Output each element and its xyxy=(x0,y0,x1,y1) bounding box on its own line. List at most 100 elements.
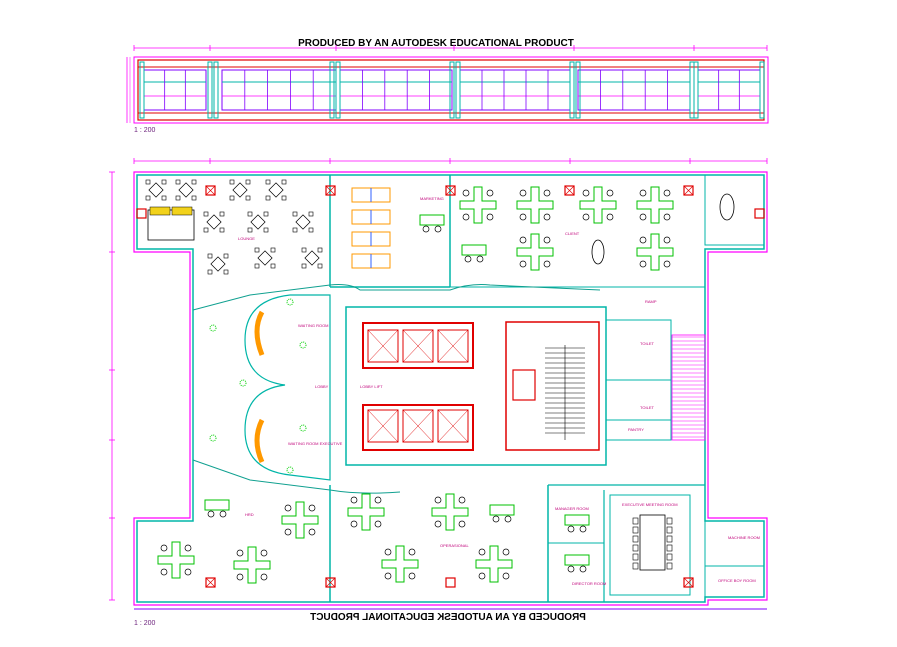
elevation-column xyxy=(207,61,213,119)
banner-bottom: PRODUCED BY AN AUTODESK EDUCATIONAL PROD… xyxy=(310,612,586,623)
lounge-table xyxy=(247,211,269,233)
room-label-director-room: DIRECTOR ROOM xyxy=(572,581,606,586)
room-label-client: CLIENT xyxy=(565,231,580,236)
workstation-cluster xyxy=(157,541,195,579)
column-hatch xyxy=(683,577,694,588)
column xyxy=(136,208,147,219)
lift-x xyxy=(437,329,469,363)
room-label-marketing: MARKETING xyxy=(420,196,444,201)
elevation-column xyxy=(455,61,461,119)
room-label-manager-room: MANAGER ROOM xyxy=(555,506,589,511)
column-hatch xyxy=(205,185,216,196)
plant-icon xyxy=(299,424,307,432)
conference-chair xyxy=(666,562,673,570)
elevation-column xyxy=(759,61,765,119)
column xyxy=(683,185,694,196)
conference-chair xyxy=(666,553,673,561)
room-label-office-boy-room: OFFICE BOY ROOM xyxy=(718,578,756,583)
room-label-executive-meeting-room: EXECUTIVE MEETING ROOM xyxy=(622,502,678,507)
room-label-operasional: OPERASIONAL xyxy=(440,543,469,548)
lounge-table xyxy=(207,253,229,275)
lounge-table xyxy=(301,247,323,269)
lounge-table xyxy=(254,247,276,269)
scale-elevation: 1 : 200 xyxy=(134,127,156,134)
desk xyxy=(419,214,445,233)
column xyxy=(564,185,575,196)
conference-chair xyxy=(632,526,639,534)
workstation-cluster xyxy=(347,493,385,531)
workstation-cluster xyxy=(636,186,674,224)
window-panel xyxy=(697,69,761,111)
column-hatch xyxy=(325,185,336,196)
elevation-drawing xyxy=(126,45,769,124)
workstation-cluster xyxy=(459,186,497,224)
column-hatch xyxy=(205,577,216,588)
lounge-table xyxy=(292,211,314,233)
workstation-cluster xyxy=(516,186,554,224)
elevation-column xyxy=(449,61,455,119)
column-hatch xyxy=(683,185,694,196)
lift-car xyxy=(437,409,469,443)
room-label-lobby: LOBBY xyxy=(315,384,329,389)
room-label-toilet-1: TOILET xyxy=(640,341,654,346)
workstation-cluster xyxy=(516,233,554,271)
conference-chair xyxy=(666,544,673,552)
room-label-toilet-2: TOILET xyxy=(640,405,654,410)
window-panel xyxy=(339,69,453,111)
room-label-waiting-room-executive: WAITING ROOM EXECUTIVE xyxy=(288,441,343,446)
conference-chair xyxy=(632,535,639,543)
scale-plan: 1 : 200 xyxy=(134,620,156,627)
lift-x xyxy=(437,409,469,443)
workstation-cluster xyxy=(636,233,674,271)
elevation-column xyxy=(139,61,145,119)
column-hatch xyxy=(564,185,575,196)
desk xyxy=(564,514,590,533)
plant-icon xyxy=(239,379,247,387)
desk xyxy=(489,504,515,523)
room-label-machine-room: MACHINE ROOM xyxy=(728,535,760,540)
elevation-column xyxy=(575,61,581,119)
desk xyxy=(204,499,230,518)
lift-car xyxy=(402,409,434,443)
conference-chair xyxy=(666,526,673,534)
lounge-table xyxy=(145,179,167,201)
plant-icon xyxy=(209,324,217,332)
plant-icon xyxy=(299,341,307,349)
column xyxy=(205,577,216,588)
plant-icon xyxy=(286,466,294,474)
workstation-cluster xyxy=(381,545,419,583)
conference-chair xyxy=(666,517,673,525)
workstation-cluster xyxy=(579,186,617,224)
column-hatch xyxy=(445,185,456,196)
lift-car xyxy=(402,329,434,363)
column xyxy=(445,577,456,588)
conference-chair xyxy=(632,517,639,525)
room-label-hrd: HRD xyxy=(245,512,254,517)
elevation-column xyxy=(329,61,335,119)
elevation-column xyxy=(693,61,699,119)
lift-x xyxy=(367,329,399,363)
room-label-lobby-lift: LOBBY LIFT xyxy=(360,384,383,389)
room-label-ramp: RAMP xyxy=(645,299,657,304)
room-label-lounge: LOUNGE xyxy=(238,236,255,241)
column xyxy=(445,185,456,196)
lounge-table xyxy=(175,179,197,201)
column-hatch xyxy=(325,577,336,588)
conference-chair xyxy=(632,553,639,561)
plan-drawing xyxy=(109,158,768,610)
elevation-column xyxy=(689,61,695,119)
window-panel xyxy=(221,69,337,111)
conference-chair xyxy=(632,544,639,552)
conference-chair xyxy=(632,562,639,570)
lounge-table xyxy=(265,179,287,201)
lift-x xyxy=(402,329,434,363)
room-label-waiting-room: WAITING ROOM xyxy=(298,323,329,328)
window-panel xyxy=(143,69,207,111)
elevation-column xyxy=(569,61,575,119)
desk xyxy=(461,244,487,263)
workstation-cluster xyxy=(475,545,513,583)
lift-car xyxy=(437,329,469,363)
workstation-cluster xyxy=(281,501,319,539)
lounge-table xyxy=(229,179,251,201)
